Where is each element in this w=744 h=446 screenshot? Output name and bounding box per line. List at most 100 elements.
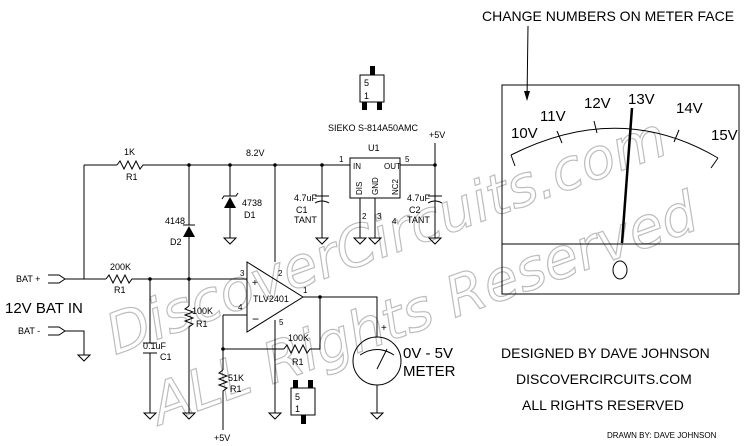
package-pin1-label: 1 bbox=[364, 91, 369, 101]
meter-needle bbox=[620, 107, 634, 244]
junction-dot bbox=[228, 163, 232, 167]
zener-bar bbox=[221, 192, 239, 200]
u1-pin3: 3 bbox=[377, 212, 382, 221]
u1-pin5: 5 bbox=[405, 155, 410, 164]
resistor-zigzag bbox=[105, 273, 134, 285]
capacitor-c1-tant: 4.7uF C1 TANT bbox=[294, 193, 330, 225]
r100k-v-ref: R1 bbox=[196, 319, 208, 329]
u1-pin1: 1 bbox=[339, 155, 344, 164]
package-pin bbox=[293, 380, 298, 388]
meter-arc bbox=[359, 349, 395, 356]
battery-minus-terminal: BAT - bbox=[18, 326, 66, 336]
meter-plus-sign: + bbox=[381, 323, 387, 334]
c2-tant-type: TANT bbox=[407, 215, 430, 225]
junction-dots bbox=[148, 163, 437, 351]
scale-tick-12v bbox=[593, 120, 598, 134]
bat-in-label: 12V BAT IN bbox=[5, 300, 83, 317]
terminal-arrow bbox=[48, 274, 66, 284]
credit-rights: ALL RIGHTS RESERVED bbox=[522, 397, 684, 413]
r100k-fb-ref: R1 bbox=[292, 357, 304, 367]
r100k-v-value: 100K bbox=[192, 306, 213, 316]
capacitor-plate-curved bbox=[314, 200, 330, 204]
wire-bat-minus bbox=[65, 330, 85, 355]
opamp-pin5: 5 bbox=[279, 318, 284, 327]
scale-tick-15v bbox=[710, 157, 719, 169]
resistor-100k-vertical: 100K R1 bbox=[183, 305, 213, 329]
ground-symbol bbox=[142, 412, 158, 420]
opamp-plus-sign: + bbox=[252, 278, 258, 289]
ground-symbol bbox=[222, 237, 238, 245]
opamp-pin2: 2 bbox=[278, 269, 283, 278]
diode-d2: 4148 D2 bbox=[165, 216, 195, 247]
credit-designed-by: DESIGNED BY DAVE JOHNSON bbox=[501, 345, 710, 361]
ground-symbol bbox=[267, 412, 283, 420]
package-pin bbox=[308, 380, 313, 388]
r100k-fb-value: 100K bbox=[288, 333, 309, 343]
node-82v-label: 8.2V bbox=[246, 148, 265, 158]
junction-dot bbox=[187, 277, 191, 281]
junction-dot bbox=[318, 295, 322, 299]
junction-dot bbox=[320, 163, 324, 167]
u1-gnd-label: GND bbox=[371, 177, 380, 195]
opamp-package-icon: 5 1 bbox=[290, 380, 316, 424]
credit-site: DISCOVERCIRCUITS.COM bbox=[516, 371, 692, 387]
package-pin5-label: 5 bbox=[364, 78, 369, 88]
r51k-ref: R1 bbox=[230, 384, 242, 394]
diode-triangle bbox=[183, 226, 195, 237]
resistor-100k-feedback: 100K R1 bbox=[283, 333, 312, 367]
u1-part-label: SIEKO S-814A50AMC bbox=[328, 123, 419, 133]
u1-body bbox=[349, 157, 401, 199]
u1-nc2-label: NC2 bbox=[391, 178, 400, 195]
resistor-1k: 1K R1 bbox=[116, 147, 146, 182]
meter-face-note-arrowhead bbox=[524, 91, 530, 101]
junction-dot bbox=[148, 277, 152, 281]
resistor-200k-value: 200K bbox=[110, 262, 131, 272]
meter-face: CHANGE NUMBERS ON METER FACE 10V 11V 12V… bbox=[482, 8, 740, 295]
d1-part-label: 4738 bbox=[242, 198, 262, 208]
package-pin bbox=[377, 102, 382, 110]
u1-ref-label: U1 bbox=[368, 143, 380, 153]
meter-zero-adjust-screw bbox=[612, 260, 628, 280]
package-pin bbox=[362, 102, 367, 110]
resistor-zigzag bbox=[217, 369, 229, 392]
terminal-arrow bbox=[48, 326, 66, 336]
junction-dot bbox=[187, 163, 191, 167]
resistor-51k: 51K R1 bbox=[217, 369, 244, 394]
capacitor-c2-tant: 4.7uF C2 TANT bbox=[407, 193, 443, 225]
meter-face-note-arrow bbox=[526, 25, 529, 101]
u1-in-label: IN bbox=[353, 162, 361, 171]
junction-dot bbox=[221, 347, 225, 351]
credits: DESIGNED BY DAVE JOHNSON DISCOVERCIRCUIT… bbox=[501, 345, 717, 440]
scale-label-10v: 10V bbox=[511, 125, 538, 142]
plus5v-top-label: +5V bbox=[429, 130, 445, 140]
resistor-zigzag bbox=[116, 159, 146, 171]
scale-tick-11v bbox=[556, 130, 563, 144]
r51k-value: 51K bbox=[228, 373, 244, 383]
c1-tant-type: TANT bbox=[294, 215, 317, 225]
meter-face-note: CHANGE NUMBERS ON METER FACE bbox=[482, 8, 734, 24]
resistor-zigzag bbox=[283, 343, 312, 355]
package-pin1-label: 1 bbox=[295, 404, 300, 414]
ground-symbol bbox=[314, 237, 330, 245]
zener-diode-d1: 4738 D1 bbox=[221, 192, 262, 220]
capacitor-c1-01uf: 0.1uF C1 bbox=[143, 341, 172, 362]
u1-pin2: 2 bbox=[362, 212, 367, 221]
ground-symbols bbox=[76, 237, 443, 420]
meter-face-arc bbox=[510, 127, 719, 159]
u1-pin4: 4 bbox=[392, 217, 397, 226]
opamp-tlv2401: + − TLV2401 3 2 4 5 1 bbox=[238, 261, 308, 333]
ground-symbol bbox=[427, 237, 443, 245]
wire-feedback-right bbox=[312, 297, 321, 350]
opamp-triangle bbox=[246, 261, 304, 333]
meter-symbol: + 0V - 5V METER bbox=[352, 323, 456, 386]
d2-part-label: 4148 bbox=[165, 216, 185, 226]
c2-tant-value: 4.7uF bbox=[407, 193, 431, 203]
credit-drawn-by: DRAWN BY: DAVE JOHNSON bbox=[607, 431, 717, 440]
wire-opamp-output bbox=[303, 296, 378, 337]
scale-label-13v: 13V bbox=[628, 91, 655, 108]
ground-symbol bbox=[367, 237, 383, 245]
ground-symbol bbox=[352, 237, 368, 245]
opamp-pin4: 4 bbox=[238, 303, 243, 312]
